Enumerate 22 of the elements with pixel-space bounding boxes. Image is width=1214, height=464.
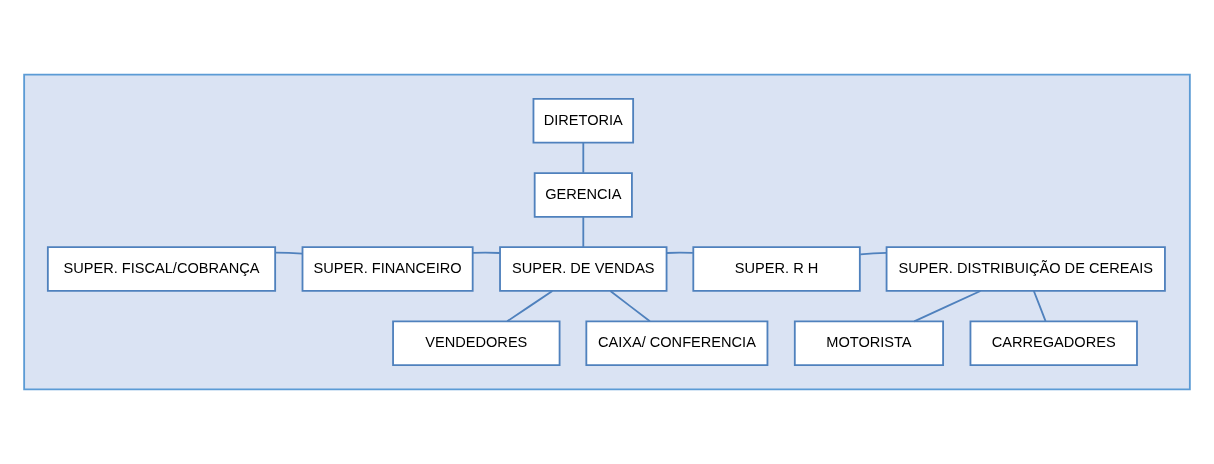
connector (665, 251, 694, 254)
node-box: CAIXA/ CONFERENCIA (585, 320, 769, 366)
node-box: MOTORISTA (793, 320, 944, 366)
connector (1032, 290, 1047, 322)
connector (274, 251, 304, 255)
node-box: CARREGADORES (969, 320, 1138, 366)
connector (859, 252, 888, 256)
connector (582, 216, 585, 248)
node-box: GERENCIA (533, 172, 633, 218)
node-box: SUPER. FISCAL/COBRANÇA (46, 246, 277, 292)
node-box: SUPER. FINANCEIRO (301, 246, 474, 292)
node-box: SUPER. DE VENDAS (499, 246, 668, 292)
connector (471, 251, 501, 254)
node-box: SUPER. R H (692, 246, 861, 292)
connector (506, 290, 554, 323)
connector (582, 141, 585, 174)
connector (913, 290, 982, 323)
node-box: DIRETORIA (532, 98, 635, 144)
connector (609, 290, 651, 323)
node-box: VENDEDORES (392, 320, 561, 366)
cluster (23, 73, 1191, 391)
node-box: SUPER. DISTRIBUIÇÃO DE CEREAIS (885, 246, 1166, 292)
